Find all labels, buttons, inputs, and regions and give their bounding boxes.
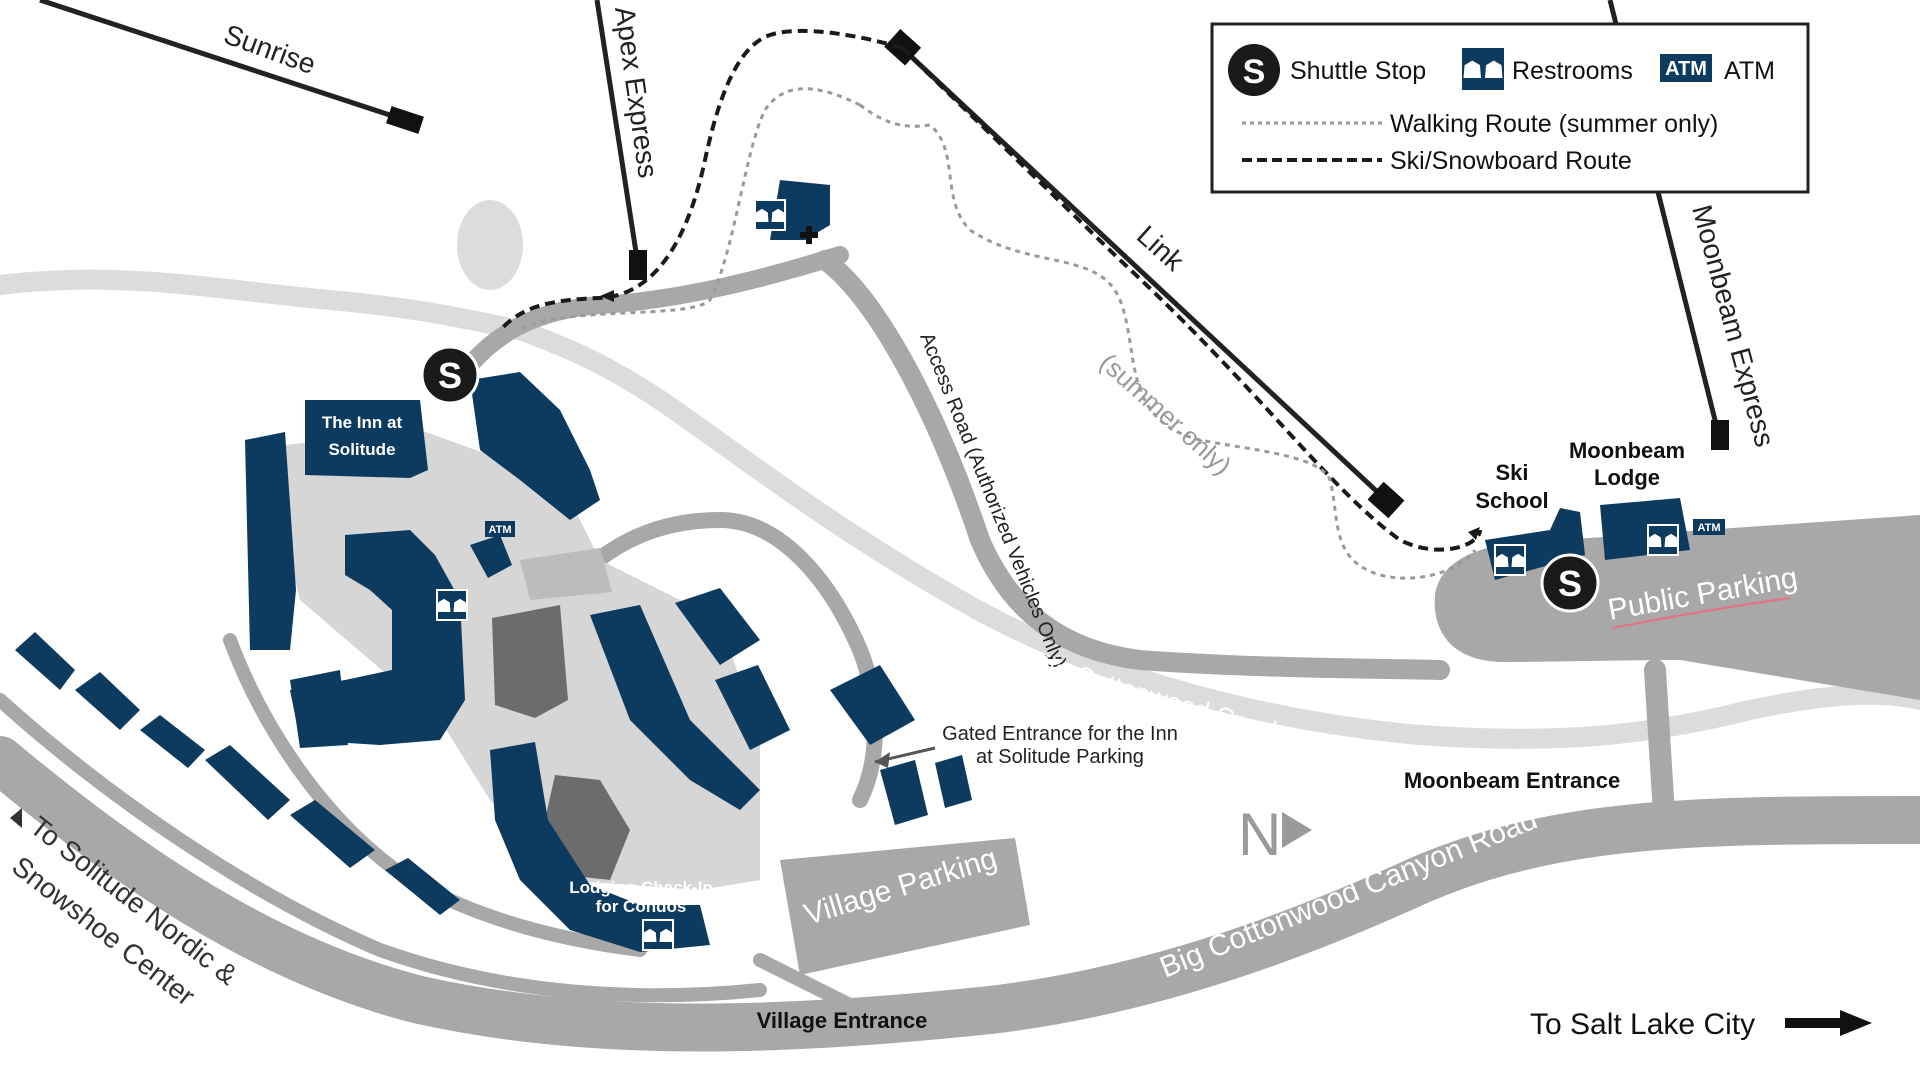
svg-text:☗☗: ☗☗	[436, 596, 468, 616]
building-ne-3	[830, 665, 915, 745]
restroom-icon: ☗☗	[754, 199, 786, 231]
shuttle-stop-icon[interactable]: S	[1540, 553, 1600, 613]
ski-route	[498, 28, 1482, 552]
legend-ski: Ski/Snowboard Route	[1390, 147, 1632, 175]
svg-text:☗☗: ☗☗	[1494, 551, 1526, 571]
building-gated-2	[935, 755, 972, 808]
canyon-road	[0, 736, 1920, 1052]
legend-restrooms: Restrooms	[1512, 57, 1633, 85]
inn-at-solitude	[305, 400, 428, 478]
svg-text:☗☗: ☗☗	[1461, 57, 1504, 84]
building-ne-2	[715, 665, 790, 750]
legend: S Shuttle Stop ☗☗ Restrooms ATM ATM Walk…	[1210, 22, 1810, 194]
townhome-1	[15, 632, 75, 690]
canyon-road-label: Big Cottonwood Canyon Road	[1155, 803, 1542, 985]
ski-school-label: Ski	[1495, 460, 1528, 485]
building-east-inn	[470, 372, 600, 520]
shuttle-stop-icon: S	[1228, 44, 1280, 96]
north-arrow-icon: N	[1238, 801, 1312, 868]
atm-badge-village: ATM	[485, 521, 515, 537]
dark-plaza-1	[492, 605, 568, 718]
svg-text:ATM: ATM	[1697, 522, 1720, 534]
moonbeam-lodge-label: Moonbeam	[1569, 438, 1685, 463]
svg-text:☗☗: ☗☗	[642, 926, 674, 946]
village-parking-lot	[780, 838, 1030, 975]
upper-road	[461, 246, 849, 374]
gray-area	[520, 548, 612, 600]
gated-entrance-label: at Solitude Parking	[976, 746, 1144, 768]
building-west-long	[245, 432, 296, 650]
access-road	[815, 250, 1450, 680]
moonbeam-entrance-label: Moonbeam Entrance	[1404, 768, 1620, 793]
svg-text:S: S	[438, 355, 462, 396]
restroom-icon: ☗☗	[1647, 524, 1679, 556]
townhome-6	[385, 858, 460, 915]
svg-text:☗☗: ☗☗	[1647, 531, 1679, 551]
lodging-label: Lodging Check-In	[569, 878, 713, 897]
lift-apex	[594, 0, 641, 266]
building-atm	[470, 535, 512, 578]
lift-label-moonbeam: Moonbeam Express	[1686, 202, 1780, 451]
townhome-3	[140, 715, 205, 768]
gated-entrance-label: Gated Entrance for the Inn	[942, 723, 1178, 745]
route-arrows	[600, 290, 1480, 540]
pond	[457, 200, 523, 290]
restroom-icon: ☗☗	[1461, 48, 1505, 90]
svg-text:ATM: ATM	[1665, 58, 1707, 80]
lift-label-sunrise: Sunrise	[220, 19, 320, 81]
legend-atm: ATM	[1724, 57, 1775, 85]
lodging-label: for Condos	[596, 897, 687, 916]
svg-text:N: N	[1238, 801, 1281, 868]
svg-text:S: S	[1558, 563, 1582, 604]
shuttle-stop-icon[interactable]: S	[420, 345, 480, 405]
lift-sunrise	[39, 0, 406, 123]
inn-label: Solitude	[328, 440, 395, 459]
moonbeam-connector	[1644, 659, 1676, 841]
arrow-right-icon	[1785, 1010, 1872, 1036]
atm-badge-moonbeam: ATM	[1693, 519, 1725, 535]
atm-icon: ATM	[1660, 54, 1712, 82]
building-diagonal	[590, 605, 760, 810]
inn-label: The Inn at	[322, 413, 403, 432]
first-aid-cross-icon	[800, 226, 818, 244]
moonbeam-lodge-label: Lodge	[1594, 465, 1660, 490]
ski-school-label: School	[1475, 488, 1548, 513]
lift-link	[900, 46, 1388, 502]
townhome-2	[75, 672, 140, 730]
west-road	[0, 693, 767, 1003]
building-ne-1	[675, 588, 760, 665]
building-lodging	[490, 742, 710, 952]
svg-text:☗☗: ☗☗	[754, 206, 786, 226]
lift-terminals	[386, 28, 1729, 519]
legend-walking: Walking Route (summer only)	[1390, 110, 1718, 138]
to-slc-label: To Salt Lake City	[1530, 1008, 1755, 1041]
summer-only-label: (summer only)	[1094, 347, 1238, 480]
building-south-c	[290, 670, 348, 748]
restroom-icon: ☗☗	[436, 589, 468, 621]
legend-shuttle: Shuttle Stop	[1290, 57, 1426, 85]
road-to-village-entrance	[753, 953, 867, 1017]
restroom-icon: ☗☗	[642, 919, 674, 951]
svg-text:ATM: ATM	[488, 524, 511, 536]
village-entrance-label: Village Entrance	[757, 1008, 928, 1033]
arrow-left-icon	[10, 808, 22, 828]
lift-label-apex: Apex Express	[609, 5, 664, 180]
svg-text:S: S	[1243, 53, 1266, 91]
walking-route	[519, 87, 1477, 580]
public-parking-underline	[1611, 597, 1791, 629]
roads	[0, 246, 1920, 1052]
townhome-4	[205, 745, 290, 820]
building-gated-1	[880, 760, 928, 825]
restroom-icon: ☗☗	[1494, 544, 1526, 576]
townhome-5	[290, 800, 375, 868]
